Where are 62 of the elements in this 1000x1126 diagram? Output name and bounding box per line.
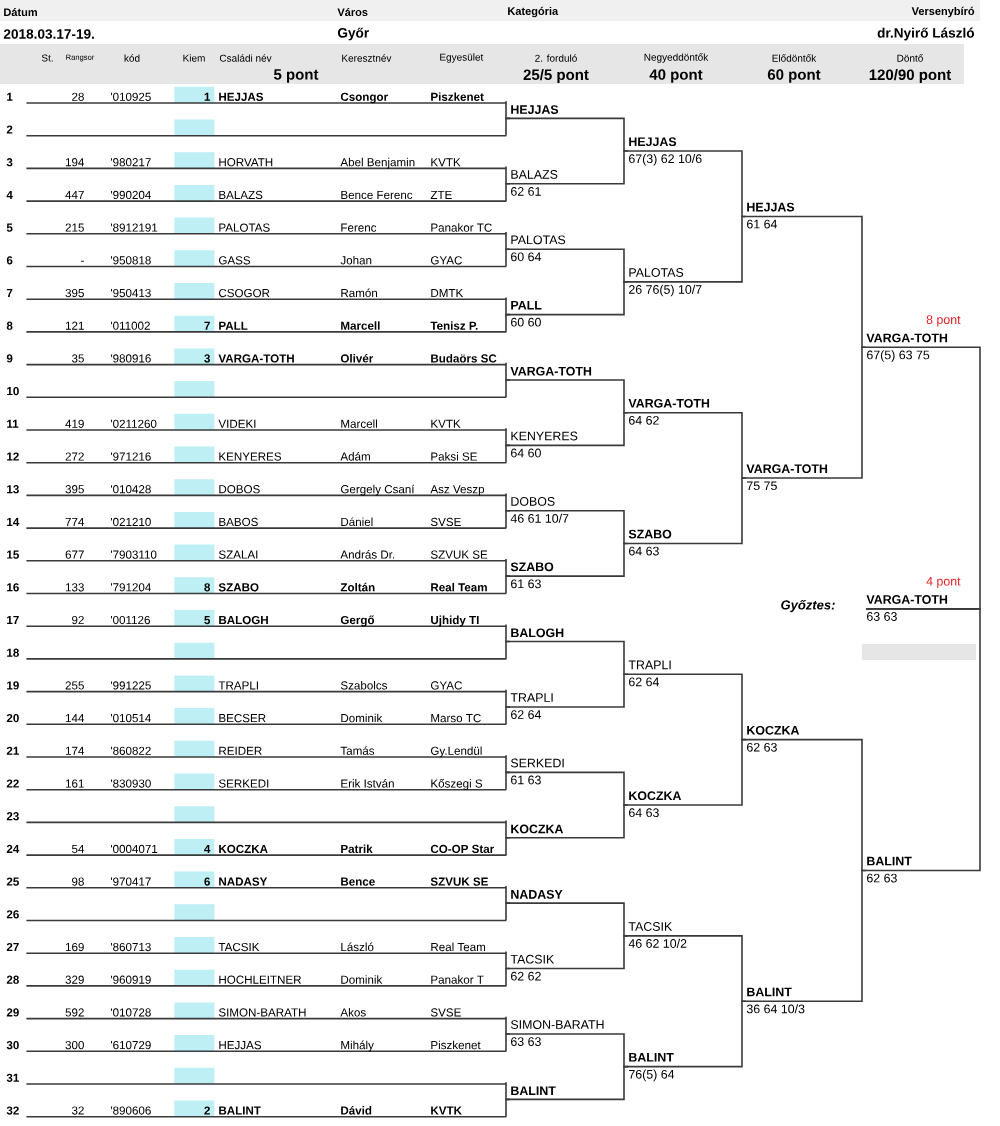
bracket-line bbox=[505, 428, 511, 447]
bracket-line bbox=[745, 215, 867, 349]
bracket-line bbox=[509, 411, 629, 447]
bracket-line bbox=[505, 640, 511, 659]
bracket-line bbox=[509, 673, 629, 708]
bracket-line bbox=[509, 902, 629, 937]
bracket-line bbox=[509, 379, 629, 414]
bracket-line bbox=[627, 411, 747, 479]
bracket-line bbox=[505, 379, 511, 398]
bracket-line bbox=[505, 624, 511, 643]
bracket-line bbox=[505, 755, 511, 774]
bracket-line bbox=[509, 1033, 629, 1068]
bracket-line bbox=[509, 1065, 629, 1101]
bracket-line bbox=[509, 509, 629, 545]
bracket-line bbox=[505, 820, 511, 839]
bracket-line bbox=[505, 886, 511, 904]
bracket-line bbox=[509, 804, 629, 839]
bracket-line bbox=[505, 1098, 511, 1117]
bracket-line bbox=[505, 951, 511, 970]
bracket-line bbox=[505, 509, 511, 528]
bracket-line bbox=[505, 297, 511, 316]
bracket-line bbox=[509, 771, 629, 806]
bracket-line bbox=[505, 182, 511, 201]
bracket-line bbox=[745, 346, 867, 479]
bracket-line bbox=[627, 477, 747, 545]
bracket-line bbox=[865, 608, 981, 872]
bracket-line bbox=[505, 444, 511, 463]
bracket-line bbox=[505, 1082, 511, 1101]
bracket-line bbox=[509, 117, 629, 152]
bracket-line bbox=[627, 1000, 747, 1068]
bracket-line bbox=[505, 967, 511, 986]
bracket-line bbox=[627, 150, 747, 218]
bracket-line bbox=[505, 101, 511, 120]
bracket-line bbox=[505, 689, 511, 708]
bracket-line bbox=[505, 248, 511, 267]
bracket-line bbox=[509, 542, 629, 577]
bracket-line bbox=[505, 902, 511, 921]
bracket-line bbox=[865, 346, 981, 610]
bracket-line bbox=[509, 248, 629, 283]
bracket-line bbox=[505, 117, 511, 136]
bracket-line bbox=[509, 281, 629, 316]
bracket-line bbox=[509, 640, 629, 676]
bracket-line bbox=[505, 1033, 511, 1052]
bracket-line bbox=[505, 313, 511, 332]
bracket-line bbox=[505, 836, 511, 855]
bracket-line bbox=[505, 1016, 511, 1035]
bracket-line bbox=[505, 575, 511, 594]
bracket-line bbox=[627, 673, 747, 741]
bracket-line bbox=[627, 935, 747, 1003]
bracket-line bbox=[745, 869, 867, 1003]
bracket-line bbox=[505, 232, 511, 250]
bracket-line bbox=[627, 215, 747, 283]
bracket-line bbox=[745, 738, 867, 872]
bracket-line bbox=[505, 362, 511, 381]
bracket-line bbox=[505, 771, 511, 790]
bracket-line bbox=[505, 166, 511, 185]
bracket-line bbox=[627, 738, 747, 806]
bracket-line bbox=[509, 150, 629, 185]
bracket-line bbox=[509, 935, 629, 970]
bracket-line bbox=[505, 559, 511, 577]
bracket-line bbox=[505, 706, 511, 725]
bracket-line bbox=[505, 493, 511, 512]
